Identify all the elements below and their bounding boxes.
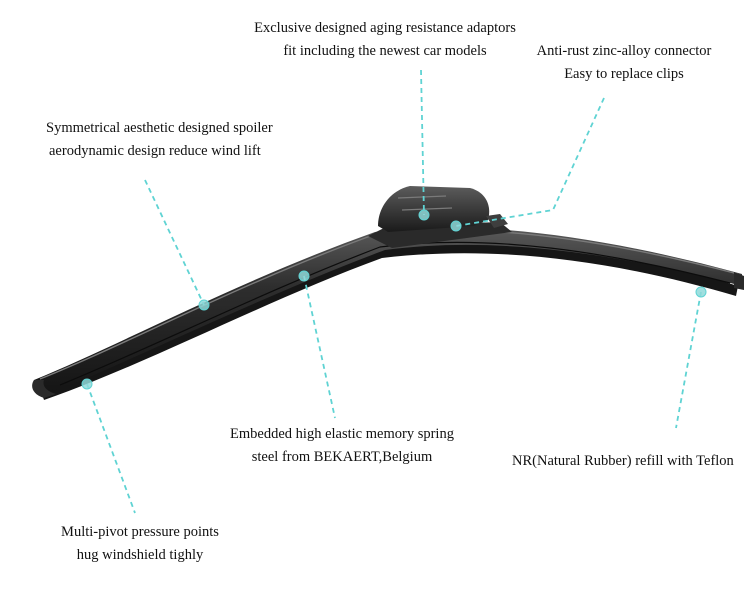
- callout-adaptor-line1: Exclusive designed aging resistance adap…: [254, 20, 516, 36]
- adaptor: [368, 186, 512, 248]
- callout-pivot-line1: Multi-pivot pressure points: [61, 524, 219, 540]
- leader-pivot: [86, 383, 136, 514]
- callout-adaptor: Exclusive designed aging resistance adap…: [220, 17, 550, 63]
- callout-dots: [81, 209, 707, 390]
- callout-adaptor-line2: fit including the newest car models: [283, 43, 487, 59]
- callout-connector: Anti-rust zinc-alloy connector Easy to r…: [518, 40, 730, 86]
- leader-spoiler: [144, 179, 205, 306]
- dot-spoiler: [198, 299, 210, 311]
- dot-spring: [298, 270, 310, 282]
- adaptor-ridge: [397, 195, 453, 211]
- callout-spoiler-line1: Symmetrical aesthetic designed spoiler: [46, 120, 273, 136]
- leader-spring: [303, 275, 336, 419]
- callout-connector-line2: Easy to replace clips: [564, 66, 684, 82]
- dot-connector: [450, 220, 462, 232]
- callout-pivot-line2: hug windshield tighly: [76, 547, 204, 563]
- callout-spring-line1: Embedded high elastic memory spring: [230, 426, 454, 442]
- leader-refill: [675, 291, 702, 429]
- callout-connector-line1: Anti-rust zinc-alloy connector: [536, 43, 712, 59]
- callout-spoiler: Symmetrical aesthetic designed spoiler a…: [46, 117, 273, 163]
- dot-refill: [695, 286, 707, 298]
- rubber-refill-strip: [40, 240, 738, 400]
- right-end-cap: [734, 272, 744, 290]
- spoiler-groove: [59, 241, 731, 386]
- callout-spring-line2: steel from BEKAERT,Belgium: [251, 449, 433, 465]
- callout-refill: NR(Natural Rubber) refill with Teflon: [512, 450, 734, 473]
- callout-pivot: Multi-pivot pressure points hug windshie…: [30, 521, 250, 567]
- leader-adaptor: [420, 69, 425, 216]
- callout-refill-line1: NR(Natural Rubber) refill with Teflon: [512, 453, 734, 469]
- wiper-blade: [32, 227, 744, 400]
- left-end-cap: [32, 380, 56, 398]
- callout-spoiler-line2: aerodynamic design reduce wind lift: [49, 143, 261, 159]
- leader-lines: [86, 69, 702, 514]
- dot-pivot: [81, 378, 93, 390]
- callout-spring: Embedded high elastic memory spring stee…: [222, 423, 462, 469]
- dot-adaptor: [418, 209, 430, 221]
